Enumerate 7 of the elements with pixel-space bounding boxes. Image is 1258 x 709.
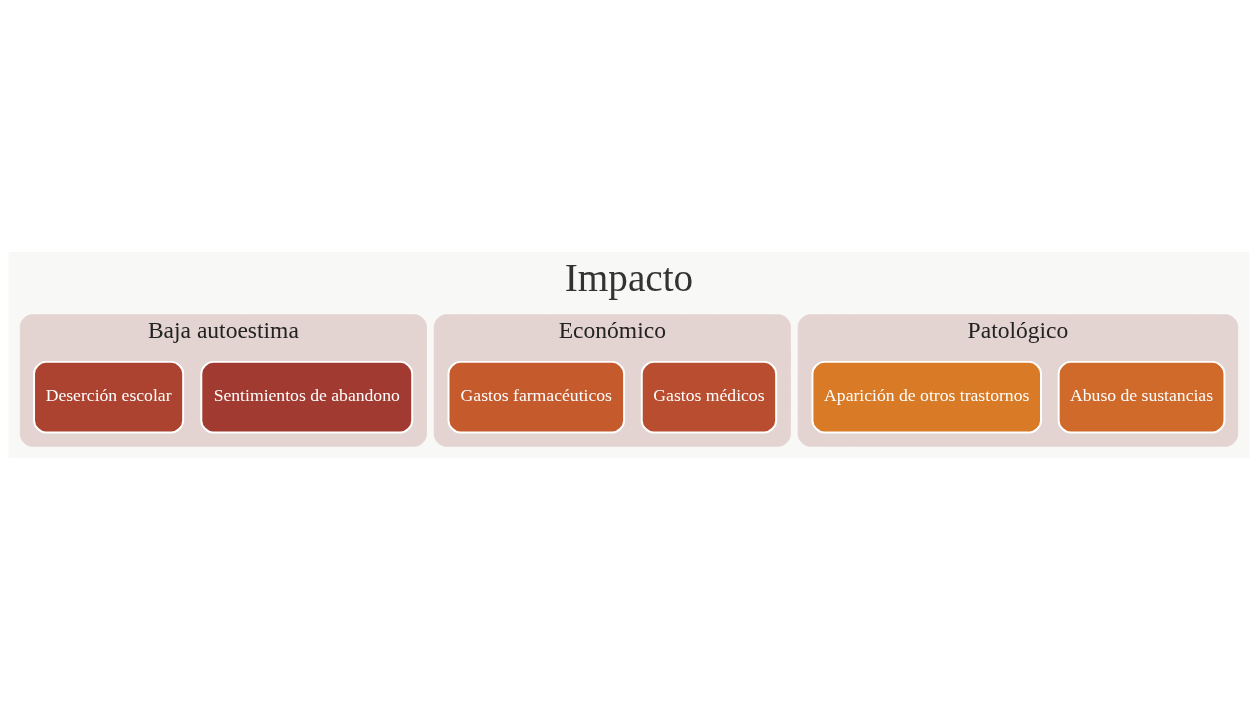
node-box: Abuso de sustancias: [1057, 360, 1226, 433]
diagram-title: Impacto: [564, 255, 694, 299]
node-box: Sentimientos de abandono: [200, 360, 414, 433]
node-box: Gastos farmacéuticos: [447, 360, 626, 433]
node-box: Deserción escolar: [33, 360, 185, 433]
node-box: Aparición de otros trastornos: [811, 360, 1042, 433]
node-box: Gastos médicos: [640, 360, 778, 433]
